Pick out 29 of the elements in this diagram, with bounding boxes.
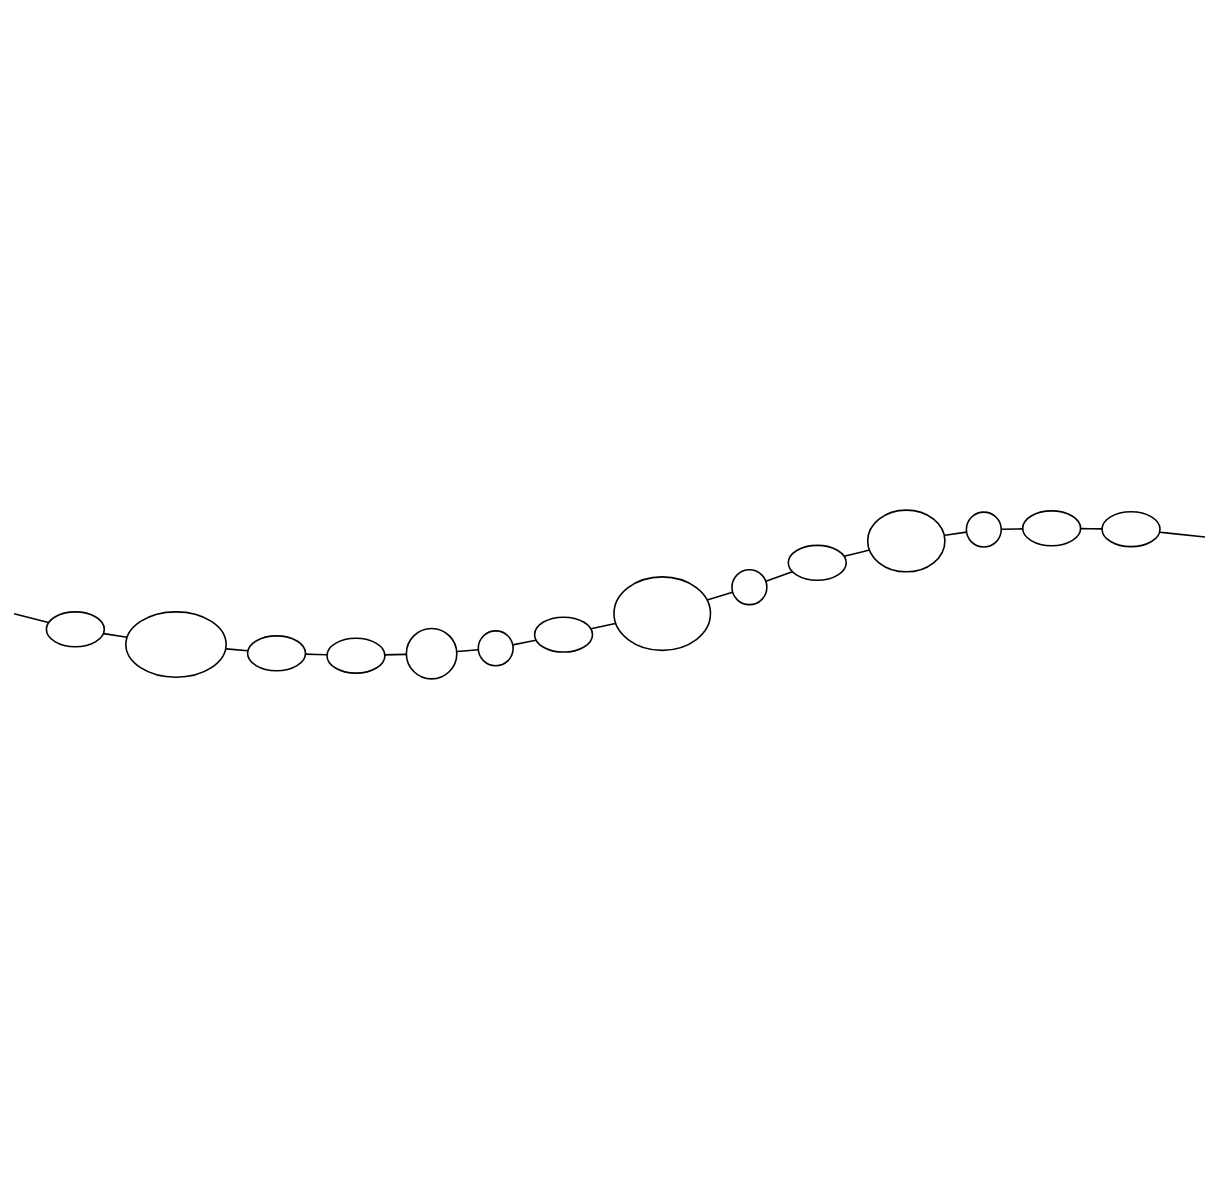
connector (943, 531, 968, 537)
node-ellipse (125, 611, 227, 679)
connector (13, 612, 50, 624)
connector (512, 639, 537, 646)
node-circle (477, 630, 514, 667)
node-ellipse (1101, 510, 1161, 548)
node-ellipse (866, 509, 946, 573)
node-ellipse (613, 576, 712, 652)
connector (225, 648, 249, 652)
connector (384, 653, 407, 656)
connector (1000, 528, 1024, 531)
connector (1158, 531, 1206, 538)
node-circle (965, 511, 1003, 548)
node-circle (731, 569, 768, 606)
connector (1079, 527, 1103, 530)
node-ellipse (45, 611, 106, 648)
connector (765, 571, 794, 583)
connector (455, 648, 480, 653)
node-circle (405, 627, 458, 680)
node-ellipse (246, 635, 307, 672)
connector (843, 549, 871, 558)
connector (102, 632, 128, 638)
node-ellipse (787, 544, 848, 582)
node-ellipse (533, 616, 594, 653)
node-ellipse (1021, 510, 1082, 547)
connector (590, 622, 617, 630)
connector (304, 653, 328, 656)
node-ellipse (326, 637, 386, 674)
connector (706, 591, 734, 601)
